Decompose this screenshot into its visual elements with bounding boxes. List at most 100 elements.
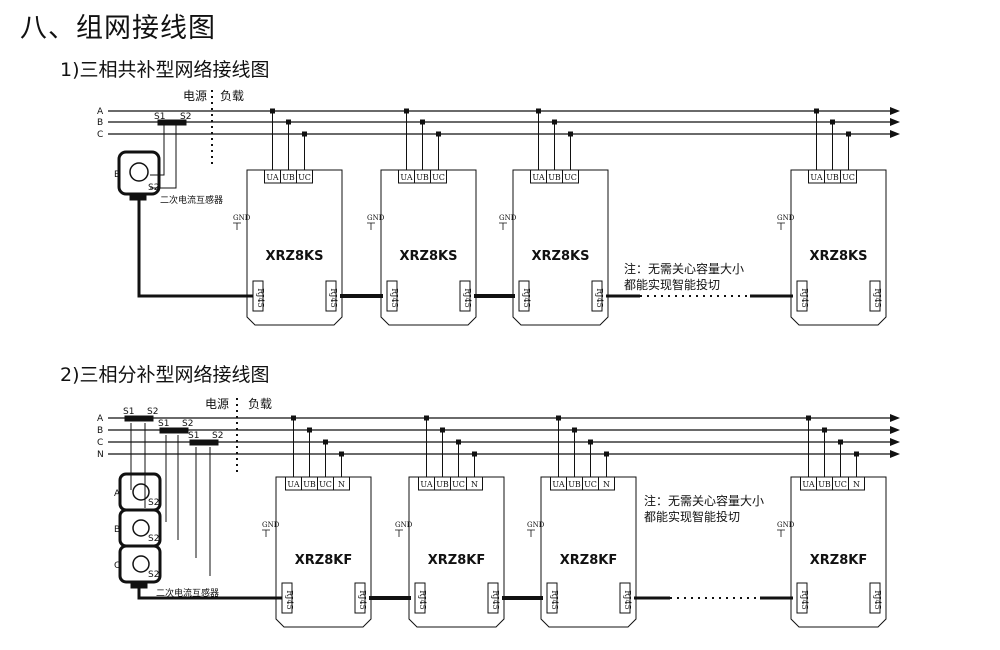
device-model-label: XRZ8KS <box>266 249 324 264</box>
terminal-label-ub: UB <box>303 480 316 489</box>
source-label: 电源 <box>205 397 229 411</box>
section2-subtitle: 2)三相分补型网络接线图 <box>60 364 270 386</box>
terminal-label-ub: UB <box>548 173 561 182</box>
rj45-label-left: RJ45 <box>800 288 809 307</box>
ct-coil-icon <box>132 519 150 537</box>
ct-coil-icon <box>132 483 150 501</box>
page-title: 八、组网接线图 <box>20 13 216 44</box>
gnd-icon <box>499 222 507 230</box>
bus-arrow-c <box>890 130 900 138</box>
ct-s1-label: S1 <box>188 431 199 441</box>
bus-arrow-b <box>890 118 900 126</box>
rj45-port-left <box>414 582 426 614</box>
terminal-label-uc: UC <box>298 173 311 182</box>
rj45-label-right: RJ45 <box>873 288 882 307</box>
section1-subtitle: 1)三相共补型网络接线图 <box>60 59 270 81</box>
bus-arrow-a <box>890 414 900 422</box>
gnd-icon <box>233 222 241 230</box>
bus-arrow-a <box>890 107 900 115</box>
bus-junction-dot <box>436 131 441 137</box>
device-body <box>512 169 609 326</box>
rj45-label-left: RJ45 <box>550 590 559 609</box>
device-body <box>380 169 477 326</box>
ct-coil-s2-label: S2 <box>148 534 159 544</box>
ct-coil-icon <box>129 162 149 182</box>
bus-junction-dot <box>424 415 429 421</box>
rj45-label-left: RJ45 <box>418 590 427 609</box>
device-body <box>790 169 887 326</box>
rj45-label-right: RJ45 <box>358 590 367 609</box>
device-model-label: XRZ8KS <box>400 249 458 264</box>
rj45-port-right <box>487 582 499 614</box>
rj45-port-right <box>869 582 881 614</box>
gnd-label: GND <box>527 521 545 529</box>
bus-junction-dot <box>568 131 573 137</box>
bus-junction-dot <box>323 439 328 445</box>
bus-junction-dot <box>440 427 445 433</box>
terminal-label-ua: UA <box>266 173 278 182</box>
terminal-label-uc: UC <box>834 480 847 489</box>
rj45-port-right <box>591 280 603 312</box>
rj45-label-right: RJ45 <box>873 590 882 609</box>
rj45-port-right <box>459 280 471 312</box>
bus-junction-dot <box>822 427 827 433</box>
bus-junction-dot <box>604 451 609 457</box>
rj45-label-left: RJ45 <box>285 590 294 609</box>
ct-s1-label: S1 <box>158 419 169 429</box>
bus-junction-dot <box>339 451 344 457</box>
rj45-port-left <box>518 280 530 312</box>
terminal-label-ua: UA <box>287 480 299 489</box>
terminal-label-ua: UA <box>810 173 822 182</box>
device-body <box>790 476 887 628</box>
bus-arrow-b <box>890 426 900 434</box>
ct-s2-label: S2 <box>180 112 191 122</box>
terminal-label-ub: UB <box>826 173 839 182</box>
ct-s1-label: S1 <box>154 112 165 122</box>
bus-junction-dot <box>404 108 409 114</box>
ct-connector-bar <box>124 415 154 422</box>
rj45-label-left: RJ45 <box>522 288 531 307</box>
rj45-port-left <box>386 280 398 312</box>
rj45-port-left <box>546 582 558 614</box>
device-model-label: XRZ8KF <box>810 553 867 568</box>
load-label: 负载 <box>220 89 244 103</box>
device-body <box>540 476 637 628</box>
ct-secondary-wires <box>130 423 211 576</box>
rj45-label-left: RJ45 <box>256 288 265 307</box>
gnd-label: GND <box>233 214 251 222</box>
rj45-label-right: RJ45 <box>595 288 604 307</box>
terminal-label-ua: UA <box>552 480 564 489</box>
ct-caption: 二次电流互感器 <box>156 587 219 599</box>
gnd-icon <box>527 529 535 537</box>
bus-junction-dot <box>302 131 307 137</box>
rj45-port-right <box>869 280 881 312</box>
phase-label-a: A <box>97 107 104 117</box>
terminal-label-ub: UB <box>416 173 429 182</box>
terminal-label-ub: UB <box>818 480 831 489</box>
device-body <box>275 476 372 628</box>
device-model-label: XRZ8KF <box>295 553 352 568</box>
phase-label-c: C <box>97 438 103 448</box>
phase-label-c: C <box>97 130 103 140</box>
device-body <box>408 476 505 628</box>
phase-label-b: B <box>97 118 103 128</box>
device-model-label: XRZ8KS <box>810 249 868 264</box>
gnd-label: GND <box>395 521 413 529</box>
ct-caption: 二次电流互感器 <box>160 194 223 206</box>
ct-connector-bar <box>189 439 219 446</box>
rj45-label-right: RJ45 <box>463 288 472 307</box>
bus-junction-dot <box>291 415 296 421</box>
terminal-label-ua: UA <box>802 480 814 489</box>
ct-coil-s2-label: S2 <box>148 570 159 580</box>
bus-junction-dot <box>830 119 835 125</box>
terminal-label-ua: UA <box>400 173 412 182</box>
terminal-label-uc: UC <box>584 480 597 489</box>
terminal-label-uc: UC <box>564 173 577 182</box>
ct-coil-icon <box>132 555 150 573</box>
device-model-label: XRZ8KS <box>532 249 590 264</box>
terminal-label-uc: UC <box>319 480 332 489</box>
rj45-port-right <box>354 582 366 614</box>
bus-junction-dot <box>588 439 593 445</box>
phase-label-n: N <box>97 450 104 460</box>
